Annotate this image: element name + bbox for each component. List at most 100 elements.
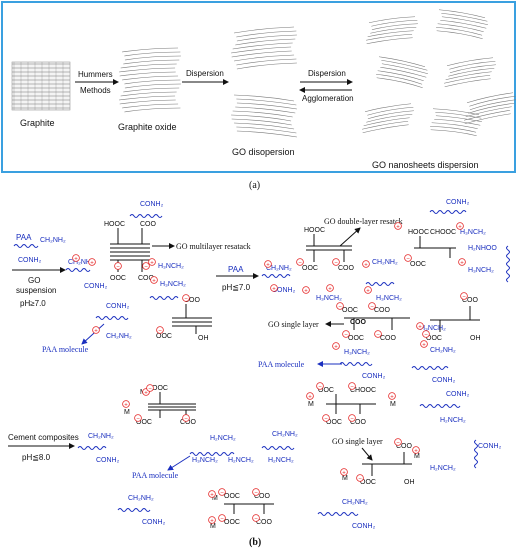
ooc-8: OOC (152, 385, 168, 392)
ch2nh2-3: CH₂NH₂ (88, 433, 114, 440)
svg-text:+: + (390, 394, 394, 400)
h3nch2-6: H₃NCH₂ (376, 295, 402, 302)
h2nch2-2: H₂NCH₂ (228, 457, 254, 464)
cement-label: Cement composites (8, 433, 79, 442)
paa-chain-2 (129, 214, 163, 218)
svg-text:+: + (342, 470, 346, 476)
m-4: M (210, 523, 216, 530)
conh2-3: CONH₂ (84, 283, 108, 290)
m-8: M (414, 453, 420, 460)
chooc-1: CHOOC (430, 229, 456, 236)
caption-a: (a) (249, 180, 260, 191)
hooc-1: HOOC (104, 221, 125, 228)
svg-text:−: − (376, 332, 380, 338)
svg-text:+: + (334, 344, 338, 350)
paa-chain-3 (65, 268, 91, 272)
go-label: GO (28, 276, 40, 285)
h2nch2-3: H₂NCH₂ (268, 457, 294, 464)
ch2nh3-3: CH₂NH₂ (372, 259, 398, 266)
coo-4: COO (374, 307, 391, 314)
ooc-4: OOC (410, 261, 426, 268)
go-doublelayer-stack (306, 234, 352, 262)
hooc-3: HOOC (408, 229, 429, 236)
h2nch2-1: H₂NCH₂ (210, 435, 236, 442)
arrow-paa-molecule-1 (81, 323, 105, 345)
svg-text:−: − (396, 440, 400, 446)
ph-label-1: pH≥7.0 (20, 299, 46, 308)
paa-chain-10 (411, 366, 449, 370)
svg-text:+: + (272, 286, 276, 292)
coo-bold: COO (350, 319, 367, 326)
cooh-1: COO (140, 221, 157, 228)
conh2-1: CONH₂ (18, 257, 42, 264)
chooc-2: CHOOC (350, 387, 376, 394)
paa-label: PAA (16, 233, 32, 242)
h3nch2-4: H₃NCH₂ (468, 267, 494, 274)
svg-text:+: + (74, 256, 78, 262)
svg-text:+: + (144, 390, 148, 396)
conh2-4: CONH₂ (106, 303, 130, 310)
ooc-3: OOC (302, 265, 318, 272)
multilayer-label: GO multilayer resatack (176, 242, 251, 251)
svg-text:−: − (220, 490, 224, 496)
svg-text:−: − (406, 256, 410, 262)
coo-11: COO (396, 443, 413, 450)
svg-text:+: + (308, 394, 312, 400)
svg-text:+: + (266, 262, 270, 268)
arrow-single-layer-2 (361, 447, 373, 461)
svg-text:−: − (254, 490, 258, 496)
svg-text:−: − (324, 416, 328, 422)
svg-text:−: − (184, 296, 188, 302)
svg-text:+: + (210, 492, 214, 498)
coo-7: COO (180, 419, 197, 426)
svg-text:−: − (370, 304, 374, 310)
m-3: M (212, 495, 218, 502)
svg-text:+: + (94, 328, 98, 334)
single-layer-label-1: GO single layer (268, 320, 319, 329)
paa-chain-16 (317, 512, 359, 516)
paa-chain-13 (261, 446, 295, 450)
conh2-8: CONH₂ (432, 377, 456, 384)
dispersion-label-2: Dispersion (308, 69, 346, 78)
panel-a-frame (1, 1, 516, 173)
paa-molecule-label-2: PAA molecule (258, 360, 305, 369)
paa-chain-12 (189, 452, 235, 456)
ooc-1: OOC (110, 275, 126, 282)
go-trilayer-stack (172, 304, 212, 334)
go-cement-right-top (326, 394, 376, 414)
ooc-5: OOC (342, 307, 358, 314)
ooc-13: OOC (326, 419, 342, 426)
paa-molecule-label-1: PAA molecule (42, 345, 89, 354)
ch2nh2-4: CH₂NH₂ (272, 431, 298, 438)
m-5: M (308, 401, 314, 408)
go-multilayer-stack (110, 228, 150, 272)
nanosheets-label: GO nanosheets dispersion (372, 160, 479, 170)
go-single-layer-top (414, 236, 456, 258)
methods-label: Methods (80, 86, 111, 95)
oh-2: OH (470, 335, 481, 342)
m-7: M (342, 475, 348, 482)
ch2nh3-4: CH₂NH₂ (430, 347, 456, 354)
svg-text:−: − (136, 416, 140, 422)
ooc-12: OOC (318, 387, 334, 394)
go-cement-single (224, 503, 274, 514)
svg-text:+: + (414, 448, 418, 454)
coo-3: COO (338, 265, 355, 272)
paa-arrow-label: PAA (228, 265, 244, 274)
ooc-9: OOC (136, 419, 152, 426)
svg-text:+: + (366, 288, 370, 294)
charge-markers: +++++++++++++++++++++++++−−−−−−−−−−−−−−−… (72, 222, 468, 524)
svg-text:+: + (418, 324, 422, 330)
conh2-5: CONH₂ (272, 287, 296, 294)
ch2nh3-1: CH₂NH₂ (68, 259, 94, 266)
ch2nh2-2: CH₂NH₂ (106, 333, 132, 340)
ooc-6: OOC (348, 335, 364, 342)
conh2-9: CONH₂ (96, 457, 120, 464)
svg-text:−: − (358, 476, 362, 482)
h3nch2-3: H₃NCH₂ (460, 229, 486, 236)
h3nch2-1: H₃NCH₂ (158, 263, 184, 270)
paa-chain-7 (429, 210, 467, 214)
paa-chain-4 (149, 296, 179, 300)
go-dispersion-label: GO disopersion (232, 147, 295, 157)
svg-text:−: − (148, 386, 152, 392)
